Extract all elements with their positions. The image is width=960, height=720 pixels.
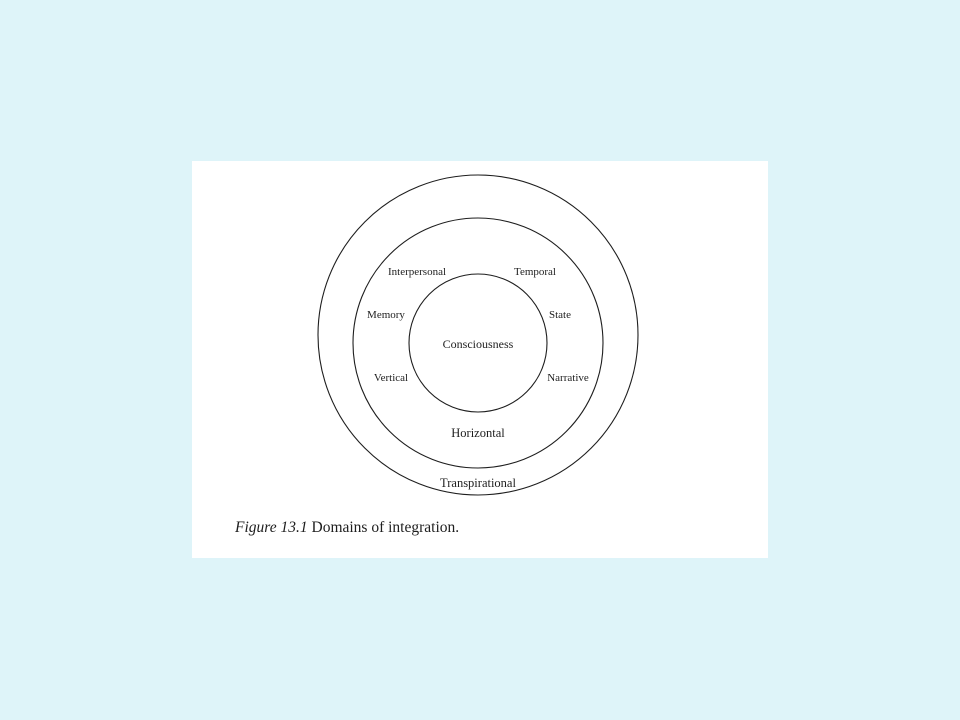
figure-number: Figure 13.1 [235,519,308,536]
transpirational-label: Transpirational [440,476,516,490]
middle-ring [352,217,604,469]
vertical-label: Vertical [374,372,408,384]
memory-label: Memory [367,309,405,321]
outer-ring [317,174,639,496]
consciousness-label: Consciousness [443,337,514,351]
interpersonal-label: Interpersonal [388,266,446,278]
state-label: State [549,309,571,321]
integration-diagram: Consciousness Interpersonal Temporal Mem… [317,174,639,496]
figure-caption: Figure 13.1 Domains of integration. [235,519,459,537]
figure-panel: Consciousness Interpersonal Temporal Mem… [192,161,768,558]
narrative-label: Narrative [547,372,589,384]
inner-ring [408,273,548,413]
caption-text: Domains of integration. [311,519,460,536]
horizontal-label: Horizontal [451,426,505,440]
temporal-label: Temporal [514,266,556,278]
